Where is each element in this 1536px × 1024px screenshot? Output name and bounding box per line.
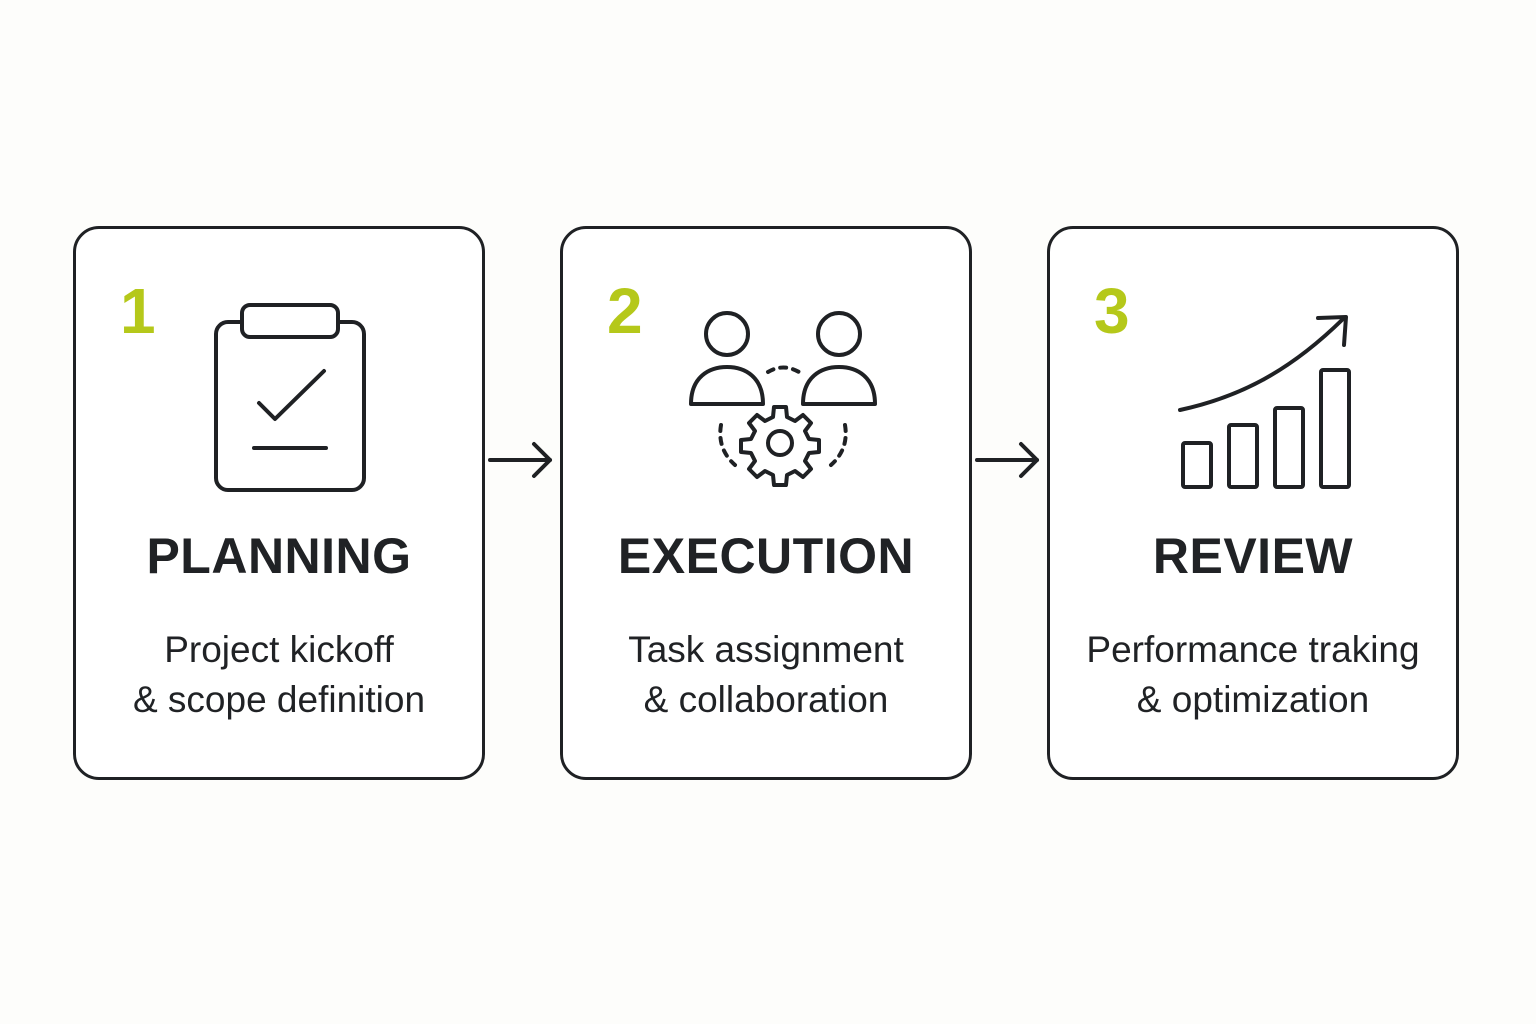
growth-chart-icon [1178,315,1351,489]
step-description-line: Performance traking [1086,629,1420,670]
arrow-right-icon [975,442,1039,478]
step-description: Task assignment & collaboration [563,625,969,725]
step-description-line: Project kickoff [164,629,394,670]
step-number: 1 [120,275,156,347]
step-title: EXECUTION [617,528,915,584]
step-description: Project kickoff & scope definition [76,625,482,725]
step-card-execution: 2 EXECUTION Task assignment & collaborat… [560,226,972,780]
step-description-line: & collaboration [643,679,889,720]
step-description: Performance traking & optimization [1050,625,1456,725]
step-description-line: & scope definition [132,679,426,720]
step-card-planning: 1 PLANNING Project kickoff & scope defin… [73,226,485,780]
step-description-line: Task assignment [628,629,904,670]
step-title: REVIEW [1152,528,1354,584]
step-description-line: & optimization [1136,679,1370,720]
step-number: 3 [1094,275,1130,347]
clipboard-check-icon [214,303,366,492]
step-number: 2 [607,275,643,347]
step-card-review: 3 REVIEW Performance traking & optimizat… [1047,226,1459,780]
arrow-right-icon [488,442,552,478]
step-title: PLANNING [146,528,412,584]
team-gear-icon [689,311,877,487]
